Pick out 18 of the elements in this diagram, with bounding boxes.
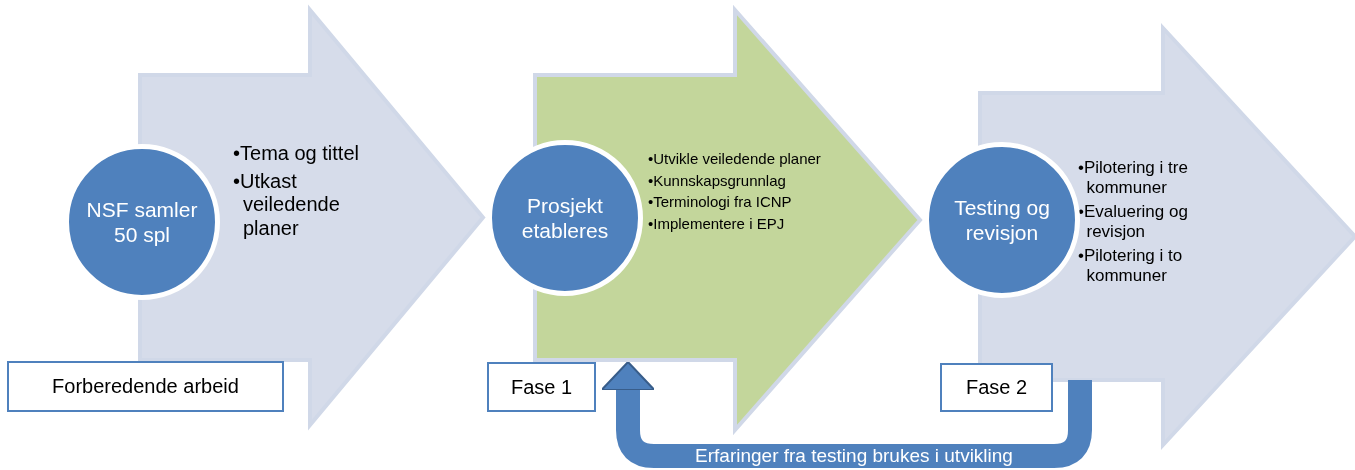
phase-label: Fase 1 (510, 375, 573, 399)
phase-label-box (487, 362, 596, 412)
phase-label: Fase 2 (965, 376, 1028, 399)
bullet-item: •Utvikle veiledende planer (648, 150, 822, 168)
circle-label: Prosjekt etableres (520, 192, 610, 244)
bullet-item: •Terminologi fra ICNP (648, 193, 793, 212)
phase-label-box (940, 363, 1053, 412)
bullet-item: •Tema og tittel (233, 142, 360, 166)
circle-label: NSF samler 50 spl (85, 196, 199, 248)
circle-label: Testing og revisjon (953, 194, 1051, 246)
bullet-item: •Utkast veiledende planer (233, 169, 341, 241)
bullet-item: •Implementere i EPJ (648, 215, 786, 233)
phase-label: Forberedende arbeid (52, 375, 239, 398)
phase-label-box (7, 361, 284, 412)
bullet-item: •Pilotering i to kommuner (1078, 246, 1184, 287)
bullet-item: •Evaluering og revisjon (1078, 202, 1189, 243)
bullet-item: •Kunnskapsgrunnlag (648, 171, 787, 190)
bullet-item: •Pilotering i tre kommuner (1078, 158, 1189, 199)
